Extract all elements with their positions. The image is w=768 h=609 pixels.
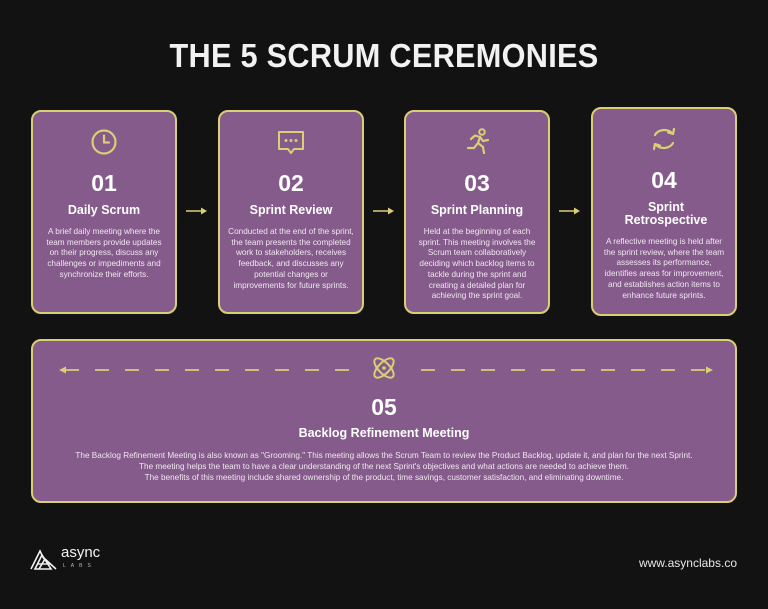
arrow-right-icon: [186, 207, 207, 215]
logo-wordmark: async: [61, 544, 101, 561]
ceremony-number: 05: [371, 394, 397, 420]
logo-subtitle: LABS: [63, 563, 96, 569]
ceremony-name: Daily Scrum: [67, 203, 141, 217]
ceremony-card-backlog-refinement: 05 Backlog Refinement Meeting The Backlo…: [31, 339, 737, 503]
ceremony-description: A brief daily meeting where the team mem…: [46, 227, 162, 279]
ceremony-name: Backlog Refinement Meeting: [298, 426, 470, 440]
ceremony-card-sprint-retrospective: 04 Sprint Retrospective A reflective mee…: [591, 107, 737, 316]
async-labs-logo: async LABS: [30, 544, 120, 575]
ceremony-number: 02: [278, 170, 304, 196]
dashed-arrow-left-icon: [59, 366, 354, 374]
description-line: The Backlog Refinement Meeting is also k…: [75, 451, 693, 460]
page-title: THE 5 SCRUM CEREMONIES: [169, 37, 599, 74]
ceremony-number: 04: [651, 167, 677, 193]
ceremony-card-sprint-planning: 03 Sprint Planning Held at the beginning…: [404, 110, 550, 314]
ceremony-description: Held at the beginning of each sprint. Th…: [418, 227, 536, 301]
refresh-cycle-icon: [652, 127, 676, 151]
arrow-right-icon: [373, 207, 394, 215]
async-triangle-logo-icon: [30, 549, 57, 570]
description-line: The benefits of this meeting include sha…: [144, 472, 624, 482]
chat-bubble-icon: [278, 131, 304, 154]
ceremony-card-daily-scrum: 01 Daily Scrum A brief daily meeting whe…: [31, 110, 177, 314]
ceremony-number: 03: [464, 170, 490, 196]
ceremony-name: Sprint Retrospective: [624, 200, 708, 227]
ceremony-number: 01: [91, 170, 117, 196]
ceremony-description: The Backlog Refinement Meeting is also k…: [53, 451, 715, 483]
ceremony-name: Sprint Review: [249, 203, 333, 217]
dashed-arrow-right-icon: [421, 366, 713, 374]
ceremony-description: A reflective meeting is held after the s…: [603, 237, 725, 300]
website-link[interactable]: www.asynclabs.co: [638, 556, 737, 570]
clock-icon: [91, 129, 117, 155]
running-person-icon: [466, 128, 490, 155]
description-line: The meeting helps the team to have a cle…: [139, 461, 629, 471]
atom-icon: [373, 357, 395, 379]
ceremony-card-sprint-review: 02 Sprint Review Conducted at the end of…: [218, 110, 364, 314]
ceremony-description: Conducted at the end of the sprint, the …: [228, 227, 354, 290]
arrow-right-icon: [559, 207, 580, 215]
ceremony-name: Sprint Planning: [430, 203, 524, 217]
